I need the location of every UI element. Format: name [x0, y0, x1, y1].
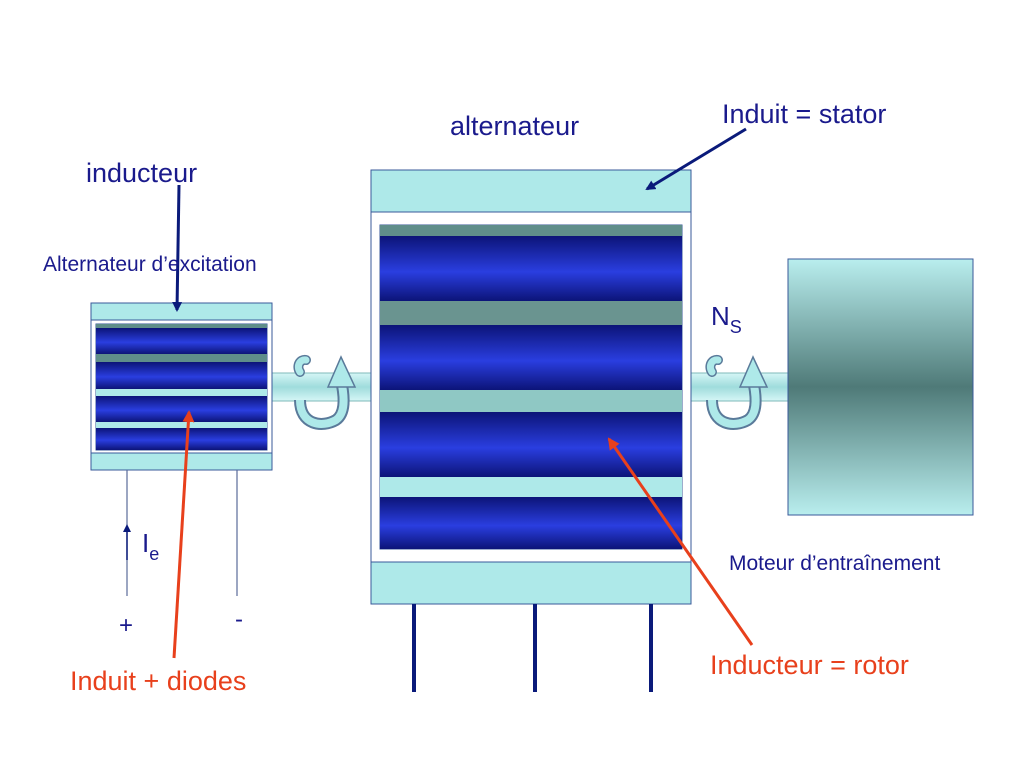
- exciter-rotor-band: [96, 324, 267, 328]
- stator-bottom: [370, 561, 692, 605]
- drive-motor: [787, 258, 974, 516]
- exciter-rotor-gap: [96, 389, 267, 396]
- inducteur-label: inducteur: [86, 158, 197, 188]
- exciter-rotor-gap: [96, 422, 267, 428]
- moteur-label: Moteur d’entraînement: [729, 552, 940, 575]
- shaft-alternator-to-motor: [681, 372, 793, 402]
- main-alternator: [370, 169, 692, 605]
- inducteur-rotor-label: Inducteur = rotor: [710, 650, 909, 680]
- pointer-arrow-rotor: [607, 437, 754, 646]
- rotor-gap: [380, 390, 682, 412]
- stator-top: [370, 169, 692, 213]
- pointer-arrow-stator: [645, 127, 747, 191]
- shaft-exciter-to-alternator: [270, 372, 384, 402]
- rotor-pole: [380, 497, 682, 549]
- rotor-pole: [380, 236, 682, 301]
- ie-label: Ie: [142, 528, 159, 564]
- rotor-pole: [380, 325, 682, 390]
- alternateur-label: alternateur: [450, 111, 579, 141]
- exciter-alternator: [90, 302, 273, 471]
- minus-label: -: [235, 606, 243, 633]
- alternateur-excitation-label: Alternateur d’excitation: [43, 253, 257, 276]
- ns-label: NS: [711, 301, 742, 337]
- rotor-band: [380, 225, 682, 236]
- exciter-rotor-section: [96, 396, 267, 422]
- exciter-rotor-section: [96, 362, 267, 389]
- exciter-rotor-gap: [96, 354, 267, 362]
- exciter-stator-top: [90, 302, 273, 321]
- exciter-rotor-section: [96, 328, 267, 354]
- exciter-rotor-section: [96, 428, 267, 450]
- rotor-gap: [380, 301, 682, 325]
- rotation-arrow-icon-right: [705, 354, 769, 430]
- induit-stator-label: Induit = stator: [722, 99, 886, 129]
- rotor-gap: [380, 477, 682, 497]
- induit-diodes-label: Induit + diodes: [70, 666, 246, 696]
- rotation-arrow-icon-left: [293, 354, 357, 430]
- plus-label: +: [119, 612, 133, 639]
- pointer-arrow-diodes: [172, 410, 195, 659]
- rotor-pole: [380, 412, 682, 477]
- exciter-stator-bottom: [90, 452, 273, 471]
- pointer-arrow-inducteur: [172, 184, 183, 312]
